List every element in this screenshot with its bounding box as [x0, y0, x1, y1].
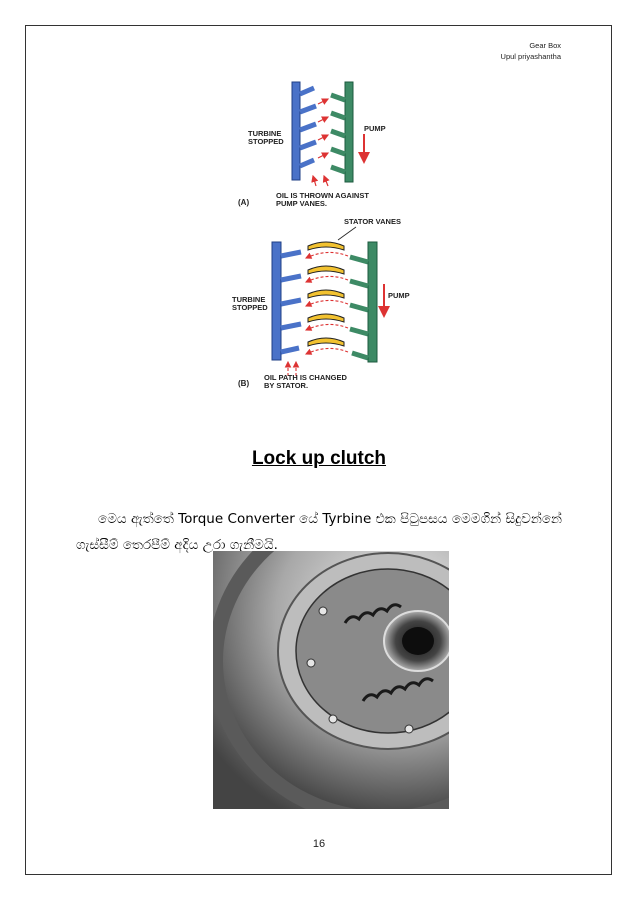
oil-label-b-1: OIL PATH IS CHANGED: [264, 373, 348, 382]
header-author: Upul priyashantha: [500, 52, 561, 61]
turbine-label-b-2: STOPPED: [232, 303, 268, 312]
page-header: Gear Box Upul priyashantha: [501, 40, 561, 62]
oil-flow-arrows-b: [284, 251, 349, 376]
oil-label-b-2: BY STATOR.: [264, 381, 308, 390]
torque-converter-diagram-a: TURBINE STOPPED PUMP OIL IS THROWN AGAIN…: [238, 81, 386, 208]
page-number: 16: [312, 838, 326, 850]
stator-leader-line: [337, 226, 357, 241]
header-title: Gear Box: [529, 41, 561, 50]
damper-springs: [343, 603, 434, 702]
figure-tag-a: (A): [238, 198, 249, 207]
page-border: [25, 25, 612, 875]
turbine-vanes-b: [271, 241, 302, 361]
section-paragraph: මෙය ඇත්තේ Torque Converter යේ Tyrbine එක…: [76, 511, 562, 553]
figure-tag-b: (B): [238, 379, 249, 388]
section-heading: Lock up clutch: [251, 448, 387, 469]
oil-label-a-1: OIL IS THROWN AGAINST: [276, 191, 369, 200]
pump-vanes-b: [349, 241, 378, 363]
pump-label-a: PUMP: [364, 124, 386, 133]
oil-label-a-2: PUMP VANES.: [276, 199, 327, 208]
pump-label-b: PUMP: [388, 291, 410, 300]
lock-up-clutch-photo: [213, 551, 449, 809]
torque-converter-diagram-b: STATOR VANES TURBINE STOPPED PUMP OIL PA…: [232, 217, 410, 390]
turbine-vanes-a: [291, 81, 317, 181]
turbine-label-a-1: TURBINE: [248, 129, 281, 138]
oil-flow-arrows-a: [311, 98, 330, 187]
turbine-label-a-2: STOPPED: [248, 137, 284, 146]
stator-vanes-b: [307, 241, 345, 347]
stator-label-b: STATOR VANES: [344, 217, 401, 226]
pump-vanes-a: [330, 81, 354, 183]
turbine-label-b-1: TURBINE: [232, 295, 265, 304]
